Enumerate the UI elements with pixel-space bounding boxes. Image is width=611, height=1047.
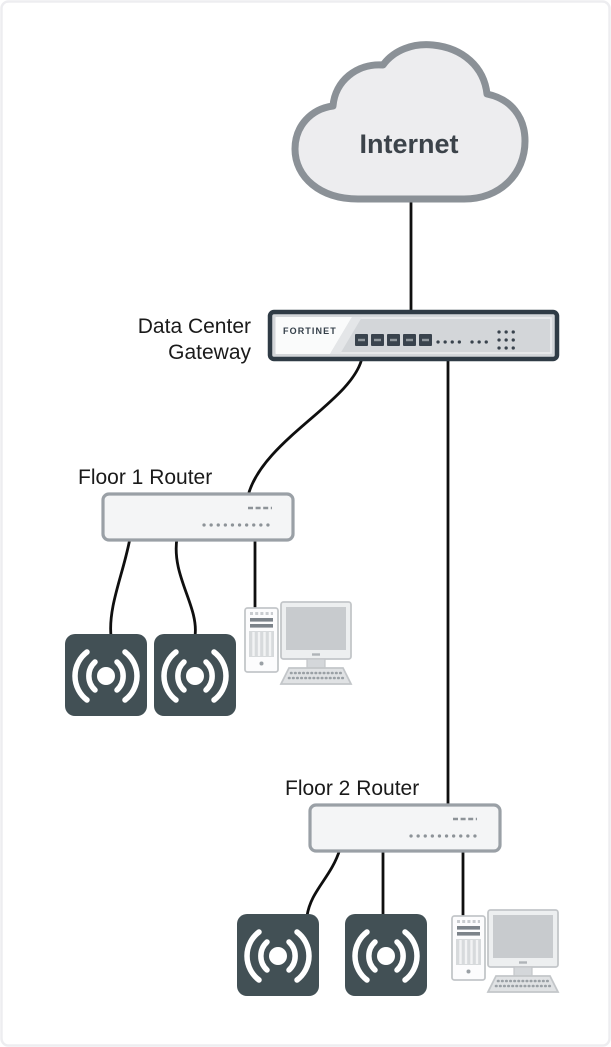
- floor1-router-label: Floor 1 Router: [78, 466, 212, 489]
- router-icon: [101, 492, 295, 542]
- internet-node: Internet: [291, 41, 529, 203]
- link-floor2-router-ap1: [305, 847, 342, 918]
- floor1-workstation desktop-computer-icon: [243, 600, 353, 686]
- connectors: [109, 195, 465, 920]
- floor2-workstation desktop-computer-icon: [450, 908, 560, 994]
- link-floor1-router-ap2: [174, 536, 197, 638]
- internet-label: Internet: [359, 129, 458, 159]
- floor2-access-point-2 wireless-signal-icon: [345, 914, 427, 996]
- floor2-access-point-1 wireless-signal-icon: [237, 914, 319, 996]
- floor2-router-node: Floor 2 Router: [285, 777, 502, 853]
- fortinet-logo: FORTINET: [283, 326, 337, 336]
- ethernet-port: [355, 334, 368, 346]
- gateway-label-line2: Gateway: [168, 341, 251, 364]
- ethernet-port: [371, 334, 384, 346]
- router-icon: [308, 803, 502, 853]
- gateway-led-dots: [436, 330, 516, 350]
- floor1-router-node: Floor 1 Router: [78, 466, 295, 542]
- gateway-label-line1: Data Center: [138, 315, 251, 338]
- gateway-panel-accent: [330, 317, 362, 354]
- gateway-ports: [355, 334, 432, 346]
- fortinet-logo-panel: [276, 317, 352, 354]
- gateway-node: FORTINET Data Center G: [138, 309, 560, 364]
- floor2-router-label: Floor 2 Router: [285, 777, 419, 800]
- link-floor1-router-ap1: [109, 536, 132, 638]
- cloud-icon: [291, 41, 529, 203]
- floor1-access-point-2 wireless-signal-icon: [154, 634, 236, 716]
- floor1-access-point-1 wireless-signal-icon: [65, 634, 147, 716]
- ethernet-port: [403, 334, 416, 346]
- ethernet-port: [419, 334, 432, 346]
- link-gateway-floor1-router: [246, 356, 364, 498]
- ethernet-port: [387, 334, 400, 346]
